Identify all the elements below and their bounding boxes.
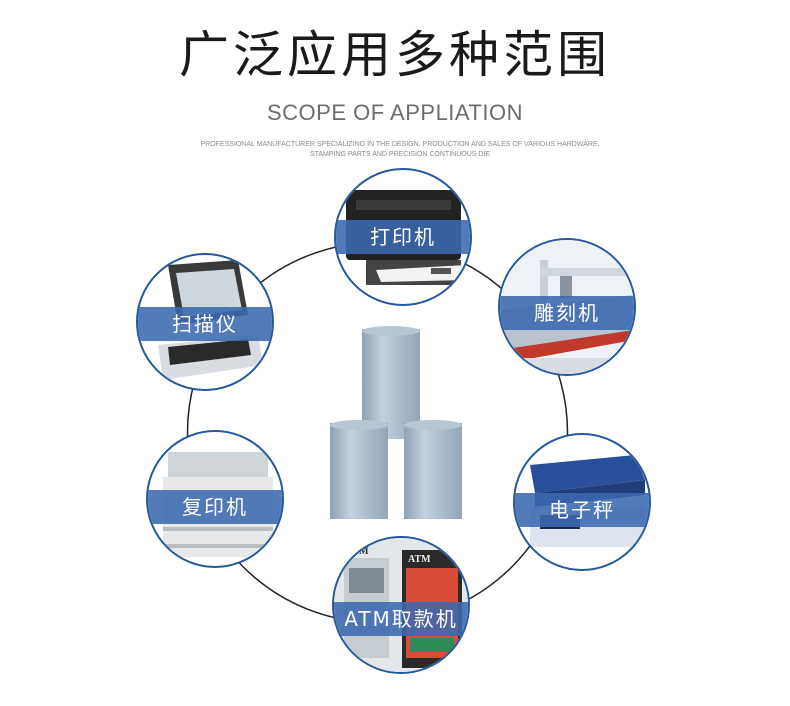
application-copier: 复印机 (146, 430, 284, 568)
application-scale: 电子秤 (513, 433, 651, 571)
application-printer: 打印机 (334, 168, 472, 306)
atm-sign-2: ATM (408, 554, 431, 565)
application-label-printer: 打印机 (336, 220, 470, 254)
application-engraver: 雕刻机 (498, 238, 636, 376)
application-label-scanner: 扫描仪 (138, 307, 272, 341)
application-scanner: 扫描仪 (136, 253, 274, 391)
description-line-2: STAMPING PARTS AND PRECISION CONTINUOUS … (309, 151, 491, 158)
atm-sign-1: ATM (346, 546, 369, 557)
application-label-engraver: 雕刻机 (500, 296, 634, 330)
application-label-copier: 复印机 (148, 490, 282, 524)
paper-rolls-image (330, 326, 462, 519)
page-subtitle: SCOPE OF APPLIATION (266, 100, 524, 125)
page-description: PROFESSIONAL MANUFACTURER SPECIALIZING I… (150, 140, 650, 160)
application-label-atm: ATM取款机 (334, 602, 468, 636)
description-line-1: PROFESSIONAL MANUFACTURER SPECIALIZING I… (200, 141, 600, 148)
application-label-scale: 电子秤 (515, 493, 649, 527)
page-title: 广泛应用多种范围 (179, 26, 611, 84)
application-atm: ATM ATM ATM取款机 (332, 536, 470, 674)
